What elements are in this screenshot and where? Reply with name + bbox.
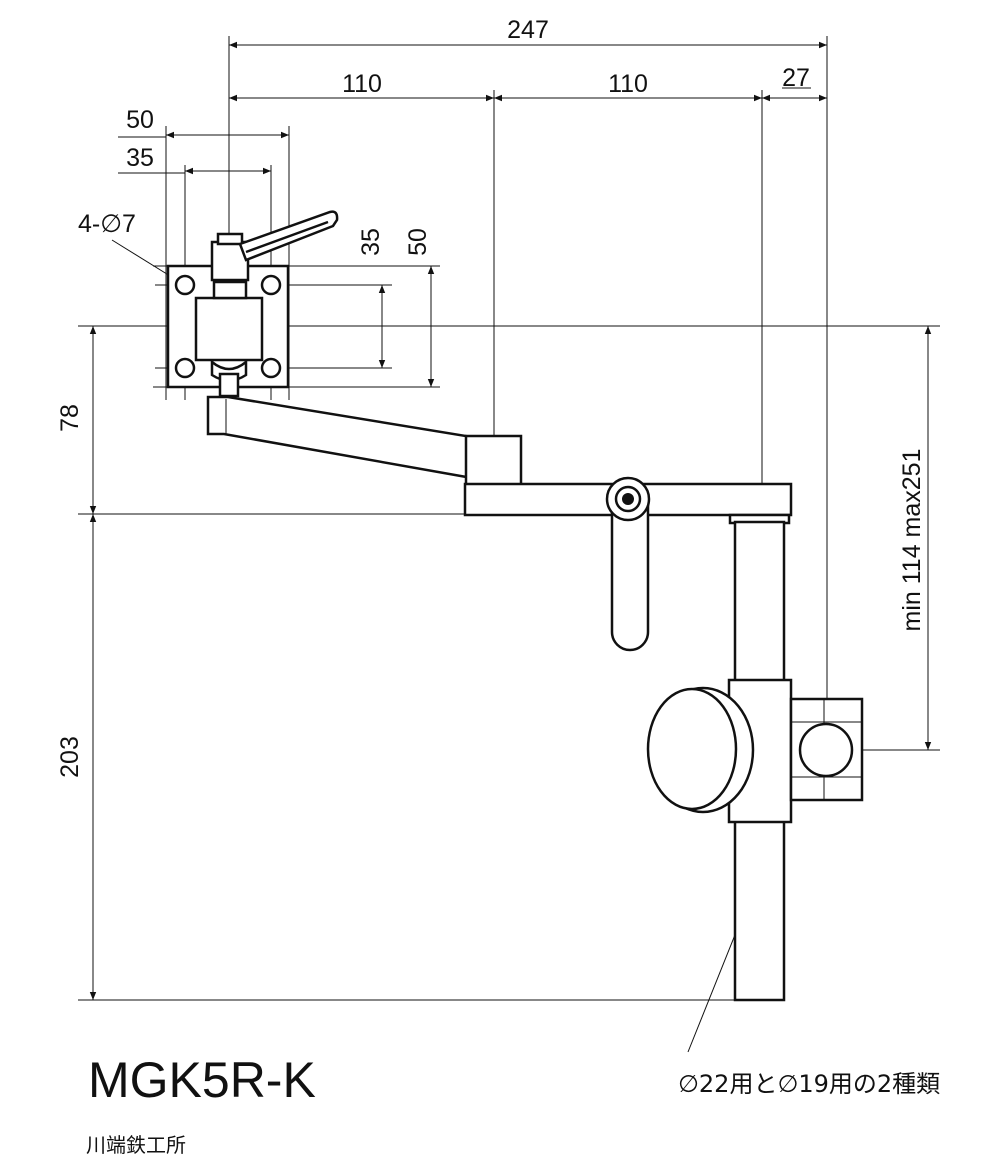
dim-width-left: 110 <box>342 70 382 98</box>
main-beam <box>463 476 793 652</box>
lever-clamp <box>210 210 339 398</box>
dim-height-lower: 203 <box>56 736 84 778</box>
extension-lines <box>78 36 940 1001</box>
dim-width-mid: 110 <box>608 70 648 98</box>
dim-plate-height-outer: 50 <box>404 228 432 256</box>
dim-height-upper: 78 <box>56 404 84 432</box>
note-variants: ∅22用と∅19用の2種類 <box>678 1070 940 1098</box>
clamp-knob <box>646 686 755 814</box>
dim-overall-width: 247 <box>507 16 549 44</box>
model-name: MGK5R-K <box>88 1052 316 1108</box>
clamp-jaw <box>789 697 864 802</box>
swing-arm <box>206 395 523 488</box>
dim-width-right: 27 <box>782 64 810 92</box>
dim-plate-hole: 35 <box>126 144 154 172</box>
dimension-lines <box>89 41 932 1053</box>
dim-plate-outer: 50 <box>126 106 154 134</box>
maker-name: 川端鉄工所 <box>86 1133 186 1157</box>
dim-clamp-range: min 114 max251 <box>898 449 926 632</box>
dim-holes: 4-∅7 <box>78 210 136 238</box>
dim-plate-height-hole: 35 <box>357 228 385 256</box>
